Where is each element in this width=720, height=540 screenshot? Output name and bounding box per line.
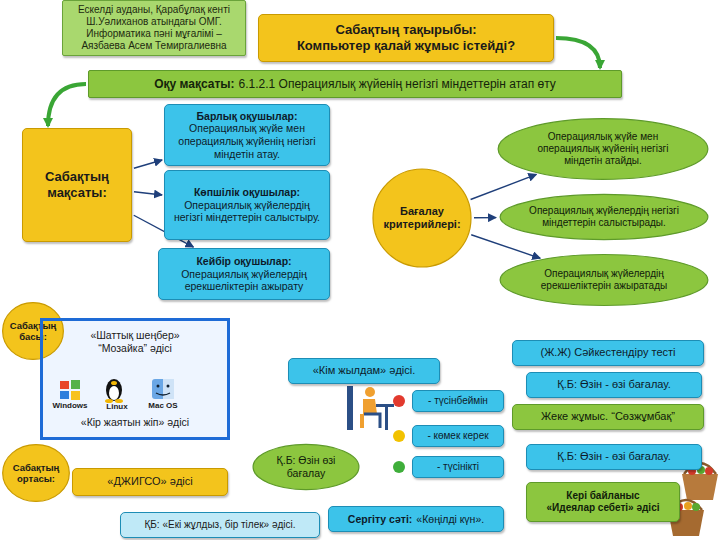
- topic-box: Сабақтың тақырыбы:Компьютер қалай жұмыс …: [258, 14, 554, 62]
- red-dot: [393, 395, 405, 407]
- box-text: “Мозайка” әдісі: [90, 342, 179, 355]
- connector-arrow: [471, 235, 540, 258]
- stage-circle: Сабақтың ортасы:: [2, 444, 70, 502]
- box-text: Сабақтың ортасы:: [5, 462, 67, 485]
- box-text: Операциялық жүйелердің ерекшеліктерін аж…: [165, 268, 323, 293]
- windows-logo: [60, 380, 80, 400]
- box-text: «Көңілді күн».: [416, 513, 484, 526]
- box-text: Операциялық жүйе мен операциялық жүйенің…: [522, 131, 684, 167]
- box-text: Қ.Б: Өзін - өзі бағалау.: [557, 378, 671, 391]
- connector-arrow: [134, 192, 162, 195]
- box-text: Бағалау критерийлері:: [383, 205, 460, 231]
- person-at-desk: [347, 386, 394, 430]
- box-text: - түсінікті: [437, 461, 479, 473]
- break-box: Сергіту сәті:«Көңілді күн».: [328, 506, 504, 532]
- box-text: Операциялық жүйе мен операциялық жүйенің…: [171, 122, 323, 160]
- method-box: «Кім жылдам» әдісі.: [288, 358, 440, 384]
- box-text: - түсінбеймін: [428, 395, 488, 407]
- box-heading: Сергіту сәті:: [348, 513, 413, 526]
- box-text: ҚБ: «Екі жұлдыз, бір тілек» әдісі.: [144, 519, 295, 531]
- status-box: - түсінікті: [412, 456, 504, 478]
- box-text: Сабақтың басы:: [5, 320, 61, 343]
- box-heading: Көпшілік оқушылар:: [194, 186, 300, 199]
- box-text: Кері байланыс: [566, 490, 639, 502]
- task-box: Жеке жұмыс. “Сөзжұмбақ”: [512, 404, 704, 430]
- box-text: Сабақтың мақсаты:: [29, 169, 125, 200]
- goal-box: Барлық оқушылар:Операциялық жүйе мен опе…: [164, 104, 330, 166]
- logo-label: Linux: [96, 402, 138, 411]
- logo-label: Windows: [46, 401, 94, 410]
- criterion-ellipse: Операциялық жүйелердің негізгі міндеттер…: [498, 194, 710, 240]
- connector-arrow: [474, 217, 496, 219]
- box-text: «Кір жаятын жіп» әдісі: [81, 416, 189, 429]
- box-text: - көмек керек: [427, 430, 488, 442]
- box-text: «ДЖИГСО» әдісі: [107, 475, 192, 488]
- goal-box: Кейбір оқушылар:Операциялық жүйелердің е…: [158, 248, 330, 300]
- feedback-box: Кері байланыс«Идеялар себеті» әдісі: [526, 482, 680, 522]
- box-text: «Кім жылдам» әдісі.: [313, 364, 416, 377]
- connector-arrow: [134, 160, 162, 168]
- box-text: Компьютер қалай жұмыс істейді?: [297, 38, 515, 54]
- yellow-dot: [393, 430, 405, 442]
- box-text: Ескелді ауданы, Қарабұлақ кенті Ш.Уәлиха…: [68, 4, 240, 52]
- box-text: (Ж.Ж) Сәйкестендіру тесті: [540, 346, 675, 359]
- box-text: 6.1.2.1 Операциялық жүйенің негізгі мінд…: [239, 77, 556, 91]
- box-text: Жеке жұмыс. “Сөзжұмбақ”: [541, 410, 675, 423]
- box-text: Операциялық жүйелердің ерекшеліктерін аж…: [522, 268, 686, 292]
- task-box: (Ж.Ж) Сәйкестендіру тесті: [512, 340, 704, 366]
- box-text: Қ.Б: Өзін - өзі бағалау.: [557, 450, 671, 463]
- assessment-box: Қ.Б: Өзін - өзі бағалау.: [526, 372, 702, 398]
- stage-circle: Сабақтың басы:: [2, 302, 64, 360]
- linux-penguin: [105, 379, 123, 403]
- method-box: «ДЖИГСО» әдісі: [72, 468, 228, 496]
- assessment-box: Қ.Б: Өзін - өзі бағалау.: [526, 444, 702, 470]
- panel-fill: [40, 318, 230, 440]
- assessment-ellipse: Қ.Б: Өзін өзі бағалау: [252, 444, 360, 490]
- box-text: Операциялық жүйелердің негізгі міндеттер…: [522, 205, 686, 229]
- box-heading: Барлық оқушылар:: [197, 110, 298, 123]
- box-text: Сабақтың тақырыбы:: [335, 22, 476, 38]
- box-text: Операциялық жүйелердің негізгі міндеттер…: [171, 199, 323, 224]
- status-box: - түсінбеймін: [412, 390, 504, 412]
- status-box: - көмек керек: [412, 425, 504, 447]
- green-dot: [393, 461, 405, 473]
- curved-arrow: [556, 38, 600, 68]
- author-box: Ескелді ауданы, Қарабұлақ кенті Ш.Уәлиха…: [62, 0, 246, 56]
- box-heading: Оқу мақсаты:: [154, 77, 234, 91]
- box-text: Қ.Б: Өзін өзі бағалау: [266, 454, 346, 479]
- criteria-circle: Бағалау критерийлері:: [372, 168, 472, 268]
- method-group: «Шаттық шеңбер»“Мозайка” әдісі: [90, 329, 179, 354]
- goal-box: Сабақтың мақсаты:: [22, 128, 132, 242]
- criterion-ellipse: Операциялық жүйелердің ерекшеліктерін аж…: [498, 254, 710, 306]
- goal-box: Көпшілік оқушылар:Операциялық жүйелердің…: [164, 170, 330, 240]
- methods-box: «Шаттық шеңбер»“Мозайка” әдісі «Кір жаяты…: [40, 318, 230, 440]
- criterion-ellipse: Операциялық жүйе мен операциялық жүйенің…: [496, 118, 710, 180]
- box-text: «Шаттық шеңбер»: [90, 329, 179, 342]
- box-heading: Кейбір оқушылар:: [196, 255, 291, 268]
- logo-label: Mac OS: [140, 401, 186, 410]
- objective-bar: Оқу мақсаты: 6.1.2.1 Операциялық жүйенің …: [88, 70, 622, 98]
- curved-arrow: [48, 84, 86, 126]
- box-text: «Идеялар себеті» әдісі: [547, 502, 660, 514]
- mac-logo: [152, 379, 174, 399]
- connector-arrow: [471, 174, 537, 199]
- method-box: ҚБ: «Екі жұлдыз, бір тілек» әдісі.: [120, 512, 320, 538]
